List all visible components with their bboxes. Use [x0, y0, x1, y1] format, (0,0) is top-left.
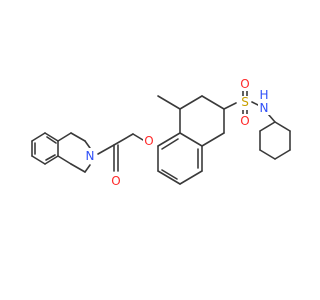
- sulfonamide-nitrogen-label: N: [260, 101, 269, 115]
- methyl-group: [157, 95, 181, 110]
- molecule-diagram: N O O S O O H N: [31, 77, 291, 188]
- cyclohexyl-ring: [259, 121, 291, 160]
- isoquinoline-saturated-ring: [57, 132, 91, 173]
- sulfonamide-hydrogen-label: H: [259, 88, 268, 102]
- atom-labels: N O O S O O H N: [84, 77, 270, 188]
- amide-nitrogen-label: N: [86, 149, 95, 163]
- central-benzene-ring: [157, 95, 225, 185]
- ether-oxygen-label: O: [144, 134, 153, 148]
- structure-svg: N O O S O O H N: [31, 77, 291, 188]
- sulfur-label: S: [241, 95, 249, 109]
- sulfonyl-oxygen-top-label: O: [240, 77, 249, 91]
- sulfonyl-oxygen-bottom-label: O: [240, 114, 249, 128]
- isoquinoline-benzene-ring: [31, 132, 59, 165]
- amide-oxygen-label: O: [111, 174, 120, 188]
- amide-group: [97, 133, 144, 172]
